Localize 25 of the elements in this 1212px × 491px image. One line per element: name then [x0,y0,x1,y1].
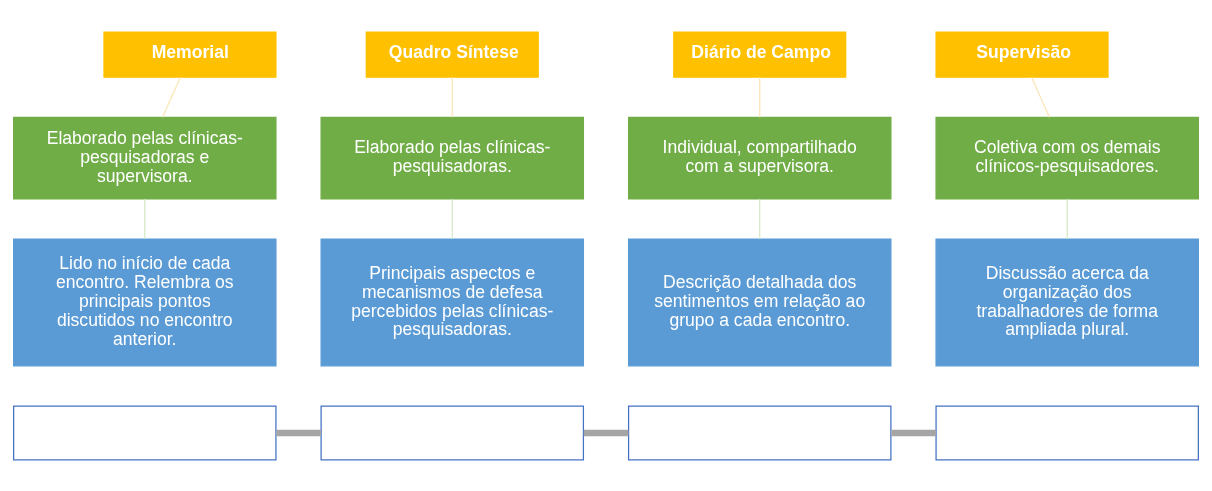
node-box [13,404,277,461]
connector [583,429,629,436]
node-box [935,404,1199,461]
node-box: Diário de Campo [673,30,847,78]
connector [144,198,146,239]
connector [451,76,453,118]
node-box: Individual, compartilhado com a supervisora. [627,116,892,200]
node-box: Supervisão [935,30,1109,78]
connector [1030,76,1051,118]
connector [759,198,761,239]
connector [161,76,181,118]
node-box: Coletiva com os demais clínicos-pesquisadores. [935,116,1199,200]
node-box: Discussão acerca da organização dos trabalhadores de forma ampliada plural. [935,237,1199,366]
node-box: Elaborado pelas clínicas-pesquisadoras. [320,116,585,200]
node-box [320,404,585,461]
node-box: Quadro Síntese [365,30,539,78]
node-box: Principais aspectos e mecanismos de defesa percebidos pelas clínicas-pesquisadoras. [320,237,585,366]
node-box: Memorial [103,30,277,78]
connector [1066,198,1068,239]
node-box: Elaborado pelas clínicas-pesquisadoras e supervisora. [13,116,277,200]
node-box: Lido no início de cada encontro. Relembra os principais pontos discutidos no encontro anterior. [13,237,277,366]
node-box: Descrição detalhada dos sentimentos em relação ao grupo a cada encontro. [627,237,892,366]
connector [451,198,453,239]
node-box [627,404,892,461]
connector [759,76,761,118]
